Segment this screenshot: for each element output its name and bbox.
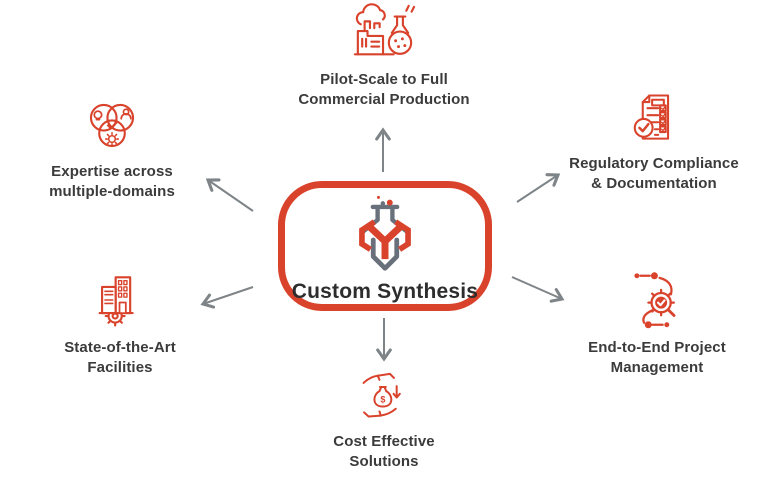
node-label: State-of-the-Art Facilities: [64, 338, 176, 378]
process-gear-check-icon: [634, 272, 676, 329]
factory-flask-icon: [353, 3, 416, 56]
lightbulb-glyph: [93, 110, 103, 120]
node-facilities: State-of-the-Art Facilities: [30, 270, 210, 378]
node-pilot-scale: Pilot-Scale to Full Commercial Productio…: [274, 2, 494, 110]
label-line: Regulatory Compliance: [569, 155, 739, 172]
node-end-to-end-project: End-to-End Project Management: [567, 266, 747, 378]
checklist-document-icon: [633, 94, 670, 140]
label-line: Commercial Production: [298, 90, 470, 108]
gear-glyph: [104, 131, 120, 147]
arrow-to-bottom-left: [200, 286, 254, 309]
center-title: Custom Synthesis: [291, 280, 479, 303]
node-label: Regulatory Compliance & Documentation: [569, 154, 739, 194]
label-line: Pilot-Scale to Full: [320, 71, 448, 88]
label-line: End-to-End Project: [588, 339, 726, 356]
node-label: Expertise across multiple-domains: [49, 162, 175, 202]
hands-money-bag-icon: $: [362, 372, 401, 418]
arrow-to-bottom-right: [511, 276, 565, 303]
flask-logo: [359, 195, 411, 271]
node-regulatory-compliance: Regulatory Compliance & Documentation: [564, 88, 744, 194]
node-label: Pilot-Scale to Full Commercial Productio…: [298, 70, 469, 110]
label-line: Facilities: [87, 358, 153, 376]
node-label: End-to-End Project Management: [588, 338, 726, 378]
buildings-gear-icon: [98, 276, 134, 327]
label-line: Expertise across: [51, 163, 173, 180]
node-cost-effective: $ Cost Effective Solutions: [294, 368, 474, 472]
dollar-glyph: $: [380, 394, 385, 404]
node-label: Cost Effective Solutions: [333, 432, 434, 472]
logo-bubble-red: [386, 199, 393, 206]
arrow-to-top-left: [205, 178, 254, 212]
label-line: Cost Effective: [333, 433, 435, 450]
logo-bubble-small: [376, 195, 380, 199]
center-node: Custom Synthesis: [278, 181, 492, 311]
logo-bubble-gray: [380, 201, 386, 206]
arrow-to-top-right: [516, 173, 561, 203]
venn-expertise-icon: [89, 103, 135, 148]
label-line: & Documentation: [591, 174, 717, 192]
label-line: Solutions: [349, 452, 419, 470]
label-line: Management: [610, 358, 704, 376]
label-line: State-of-the-Art: [64, 339, 176, 356]
node-expertise: Expertise across multiple-domains: [22, 94, 202, 202]
check-glyph: [107, 121, 118, 130]
label-line: multiple-domains: [49, 182, 175, 200]
